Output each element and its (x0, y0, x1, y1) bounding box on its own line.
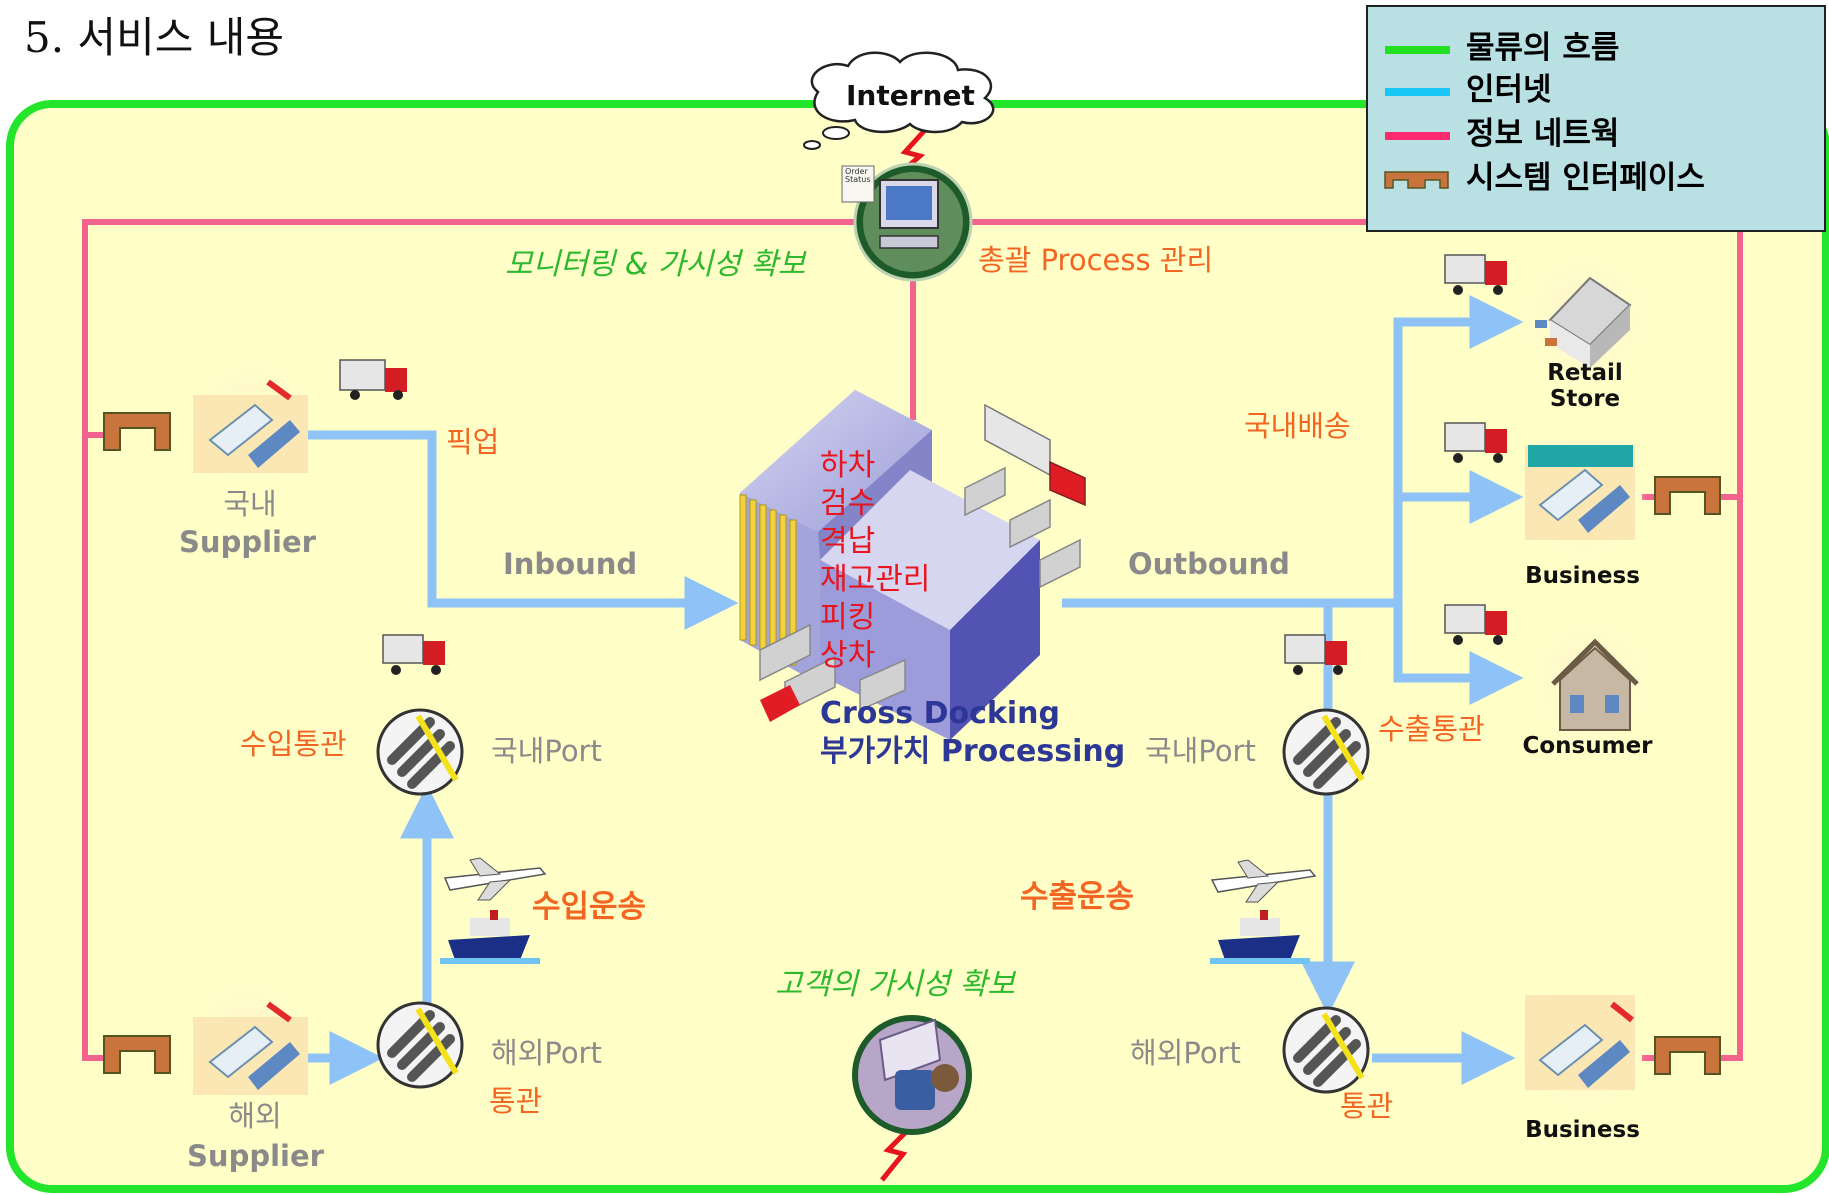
domestic-label: 국내 (223, 487, 277, 521)
domestic-delivery-label: 국내배송 (1244, 409, 1351, 443)
business-icon-bottom (1520, 985, 1650, 1115)
legend-label-system-interface: 시스템 인터페이스 (1466, 160, 1705, 196)
pickup-label: 픽업 (446, 425, 500, 459)
supplier-factory-icon-overseas (188, 978, 312, 1102)
process-management-label: 총괄 Process 관리 (978, 243, 1214, 277)
import-transport-label: 수입운송 (532, 889, 647, 925)
internet-label: Internet (846, 79, 975, 112)
customer-visibility-icon (852, 1015, 972, 1135)
internet-cloud (803, 51, 995, 150)
business-bottom-label: Business (1525, 1117, 1640, 1143)
monitoring-computer-icon (841, 162, 973, 282)
internet-link-bolt-bottom (880, 1126, 912, 1182)
truck-icon-import (382, 634, 445, 675)
legend-box (1366, 5, 1826, 232)
import-clearance-label: 수입통관 (240, 727, 347, 761)
cross-docking-label: Cross Docking (820, 696, 1060, 731)
domestic-supplier-label: Supplier (179, 525, 316, 559)
step-loading: 상차 (820, 638, 876, 673)
warehouse-steps-list: 하차 검수 격납 재고관리 피킹 상차 (820, 447, 930, 675)
port-icon-domestic-left (376, 708, 464, 796)
system-interface-icon-right-bottom (1654, 1036, 1721, 1075)
step-inventory: 재고관리 (820, 562, 931, 597)
truck-icon-consumer (1444, 604, 1507, 645)
system-interface-icon-right-top (1654, 476, 1721, 515)
consumer-house-icon (1525, 617, 1655, 747)
step-picking: 피킹 (820, 600, 876, 635)
truck-icon-pickup (339, 359, 407, 400)
truck-icon-export (1284, 634, 1347, 675)
monitoring-label: 모니터링 & 가시성 확보 (505, 247, 806, 282)
system-interface-icon-left-top (103, 412, 171, 451)
business-icon-top (1520, 435, 1650, 565)
cross-docking-warehouse-icon (739, 390, 1086, 740)
clearance-right-label: 통관 (1340, 1089, 1394, 1123)
ship-icon-import (440, 910, 540, 964)
overseas-port-right-label: 해외Port (1130, 1036, 1241, 1070)
overseas-supplier-label: Supplier (187, 1139, 324, 1173)
domestic-port-right-label: 국내Port (1145, 734, 1256, 768)
step-unloading: 하차 (820, 448, 876, 483)
step-storage: 격납 (820, 524, 876, 559)
retail-store-icon (1517, 250, 1653, 386)
port-icon-domestic-right (1282, 708, 1370, 796)
export-transport-label: 수출운송 (1020, 879, 1135, 915)
supplier-factory-icon-domestic (188, 356, 312, 480)
consumer-label: Consumer (1522, 733, 1653, 759)
physical-flow-lines (290, 295, 1524, 1085)
customer-visibility-label: 고객의 가시성 확보 (775, 967, 1015, 1002)
overseas-port-left-label: 해외Port (491, 1036, 602, 1070)
legend-label-internet: 인터넷 (1466, 72, 1552, 108)
overseas-label: 해외 (228, 1099, 282, 1133)
inbound-label: Inbound (503, 547, 638, 581)
truck-icon-retail (1444, 254, 1507, 295)
page-title: 5. 서비스 내용 (24, 13, 284, 62)
airplane-icon-import (443, 857, 547, 901)
business-top-label: Business (1525, 563, 1640, 589)
legend-label-logistics-flow: 물류의 흐름 (1466, 30, 1620, 66)
clearance-left-label: 통관 (489, 1084, 543, 1118)
value-added-processing-label: 부가가치 Processing (820, 734, 1126, 769)
legend-swatch-system-interface (1384, 171, 1449, 189)
legend-label-info-network: 정보 네트웍 (1466, 116, 1620, 152)
port-icon-overseas-right (1282, 1006, 1370, 1094)
export-clearance-label: 수출통관 (1378, 712, 1485, 746)
port-icon-overseas-left (376, 1001, 464, 1089)
airplane-icon-export (1210, 859, 1317, 903)
truck-icon-business (1444, 422, 1507, 463)
system-interface-icon-left-bottom (103, 1035, 171, 1074)
ship-icon-export (1210, 910, 1310, 964)
domestic-port-left-label: 국내Port (491, 734, 602, 768)
outbound-label: Outbound (1128, 547, 1290, 581)
step-inspection: 검수 (820, 486, 876, 521)
